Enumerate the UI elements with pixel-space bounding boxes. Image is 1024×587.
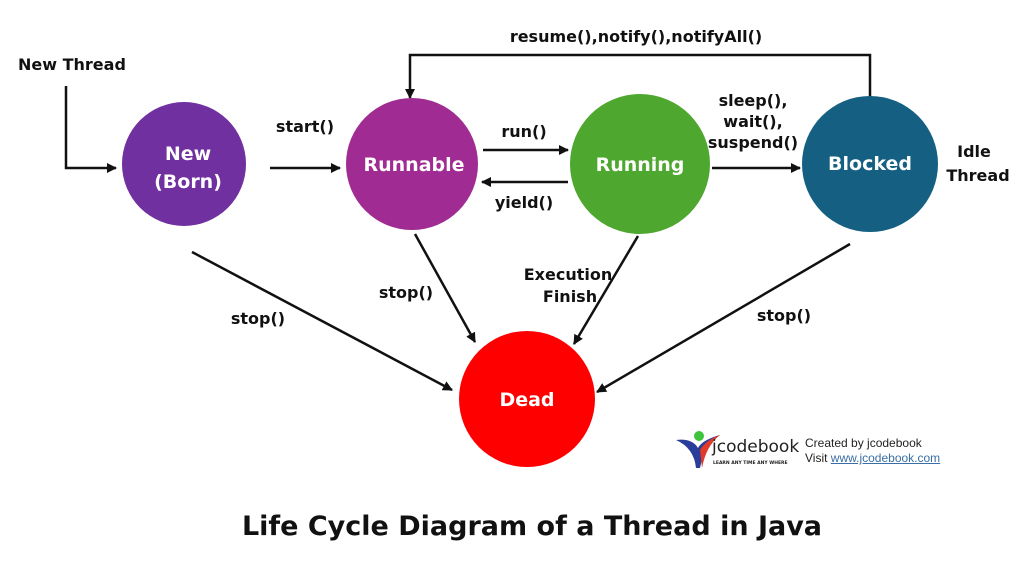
logo-tagline: LEARN ANY TIME ANY WHERE [713,460,788,466]
label-new-thread: New Thread [18,55,126,74]
label-sleep: sleep(), [719,91,788,110]
label-resume: resume(),notify(),notifyAll() [510,27,762,46]
jcodebook-logo: jcodebook LEARN ANY TIME ANY WHERE [676,431,799,468]
label-wait: wait(), [723,112,782,131]
logo-name: jcodebook [711,437,799,457]
label-stop-blocked: stop() [757,306,811,325]
arrow-resume [405,53,872,100]
arrows [64,53,872,394]
arrow-stop-new [191,250,453,392]
node-dead-label: Dead [499,389,554,411]
node-runnable [346,98,478,230]
arrow-new-thread [64,86,117,173]
jcodebook-link[interactable]: www.jcodebook.com [830,451,941,465]
credit-line: Created by jcodebook [805,436,922,450]
credit-visit: Visit [805,451,828,465]
page-title: Life Cycle Diagram of a Thread in Java [242,511,822,542]
node-new-label: New [165,143,211,165]
label-idle: Idle [957,142,991,161]
node-blocked [802,96,938,232]
node-new-label-2: (Born) [154,171,222,193]
arrow-execution-finish [572,235,640,345]
logo-figure-accent-icon [700,435,720,468]
node-blocked-label: Blocked [828,153,912,175]
label-suspend: suspend() [708,133,798,152]
label-execution: Execution [524,265,613,284]
node-new [122,102,246,226]
label-yield: yield() [495,193,553,212]
credit-block: Created by jcodebook Visit www.jcodebook… [805,436,940,466]
label-start: start() [276,117,334,136]
label-finish: Finish [543,287,597,306]
logo-head-icon [694,431,704,441]
node-runnable-label: Runnable [363,154,464,176]
arrow-stop-blocked [596,242,851,394]
label-idle-thread: Thread [946,166,1009,185]
node-running-label: Running [596,154,685,176]
node-running [570,94,710,234]
label-run: run() [501,122,546,141]
node-dead [459,331,595,467]
arrow-stop-runnable [413,233,477,343]
label-stop-runnable: stop() [379,283,433,302]
label-stop-new: stop() [231,309,285,328]
